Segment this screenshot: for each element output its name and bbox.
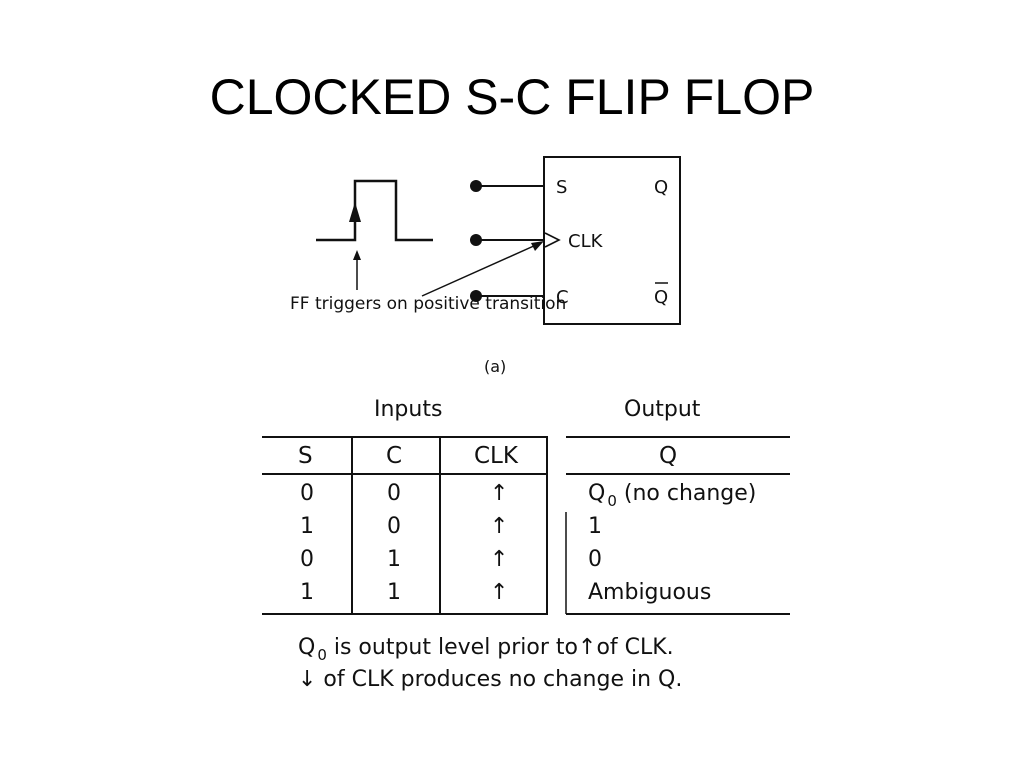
figure-label: (a) xyxy=(484,357,507,376)
header-s: S xyxy=(298,443,313,469)
cell-c: 0 xyxy=(387,481,401,506)
clock-pulse xyxy=(316,179,433,242)
rising-edge-arrow-icon xyxy=(349,202,361,222)
pin-clk-label: CLK xyxy=(568,231,604,252)
cell-s: 0 xyxy=(300,481,314,506)
slide-title: CLOCKED S-C FLIP FLOP xyxy=(209,69,815,125)
header-clk: CLK xyxy=(474,443,518,469)
cell-q: 1 xyxy=(588,514,602,539)
header-c: C xyxy=(386,443,403,469)
clk-pointer-line xyxy=(421,244,537,297)
cell-c: 1 xyxy=(387,580,401,605)
trigger-note: FF triggers on positive transition xyxy=(290,294,567,314)
note-pointer-arrow-icon xyxy=(353,250,361,260)
cell-q: 0 xyxy=(588,547,602,572)
note-falling-edge: ↓ of CLK produces no change in Q. xyxy=(298,667,683,692)
cell-clk-up-arrow: ↑ xyxy=(490,547,509,572)
note-q-symbol: Q xyxy=(298,635,316,660)
clk-pointer-arrow-icon xyxy=(531,241,544,251)
note-q0-text: is output level prior to↑of CLK. xyxy=(326,635,674,660)
pin-q-label: Q xyxy=(654,177,668,198)
pin-q-bar-label: Q xyxy=(654,287,668,308)
note-q-subscript: 0 xyxy=(317,646,327,664)
cell-clk-up-arrow: ↑ xyxy=(490,580,509,605)
output-heading: Output xyxy=(624,397,701,422)
q-suffix: (no change) xyxy=(616,481,757,506)
cell-c: 1 xyxy=(387,547,401,572)
inputs-heading: Inputs xyxy=(374,397,443,422)
cell-s: 1 xyxy=(300,514,314,539)
pin-s-label: S xyxy=(556,177,567,198)
pin-c-label: C xyxy=(556,287,569,308)
q-symbol: Q xyxy=(588,481,606,506)
cell-clk-up-arrow: ↑ xyxy=(490,514,509,539)
clock-edge-triangle-icon xyxy=(544,232,561,248)
header-q: Q xyxy=(659,443,678,469)
cell-s: 0 xyxy=(300,547,314,572)
cell-q-ambiguous: Ambiguous xyxy=(588,580,712,605)
cell-clk-up-arrow: ↑ xyxy=(490,481,509,506)
cell-c: 0 xyxy=(387,514,401,539)
cell-s: 1 xyxy=(300,580,314,605)
q-subscript: 0 xyxy=(607,492,617,510)
